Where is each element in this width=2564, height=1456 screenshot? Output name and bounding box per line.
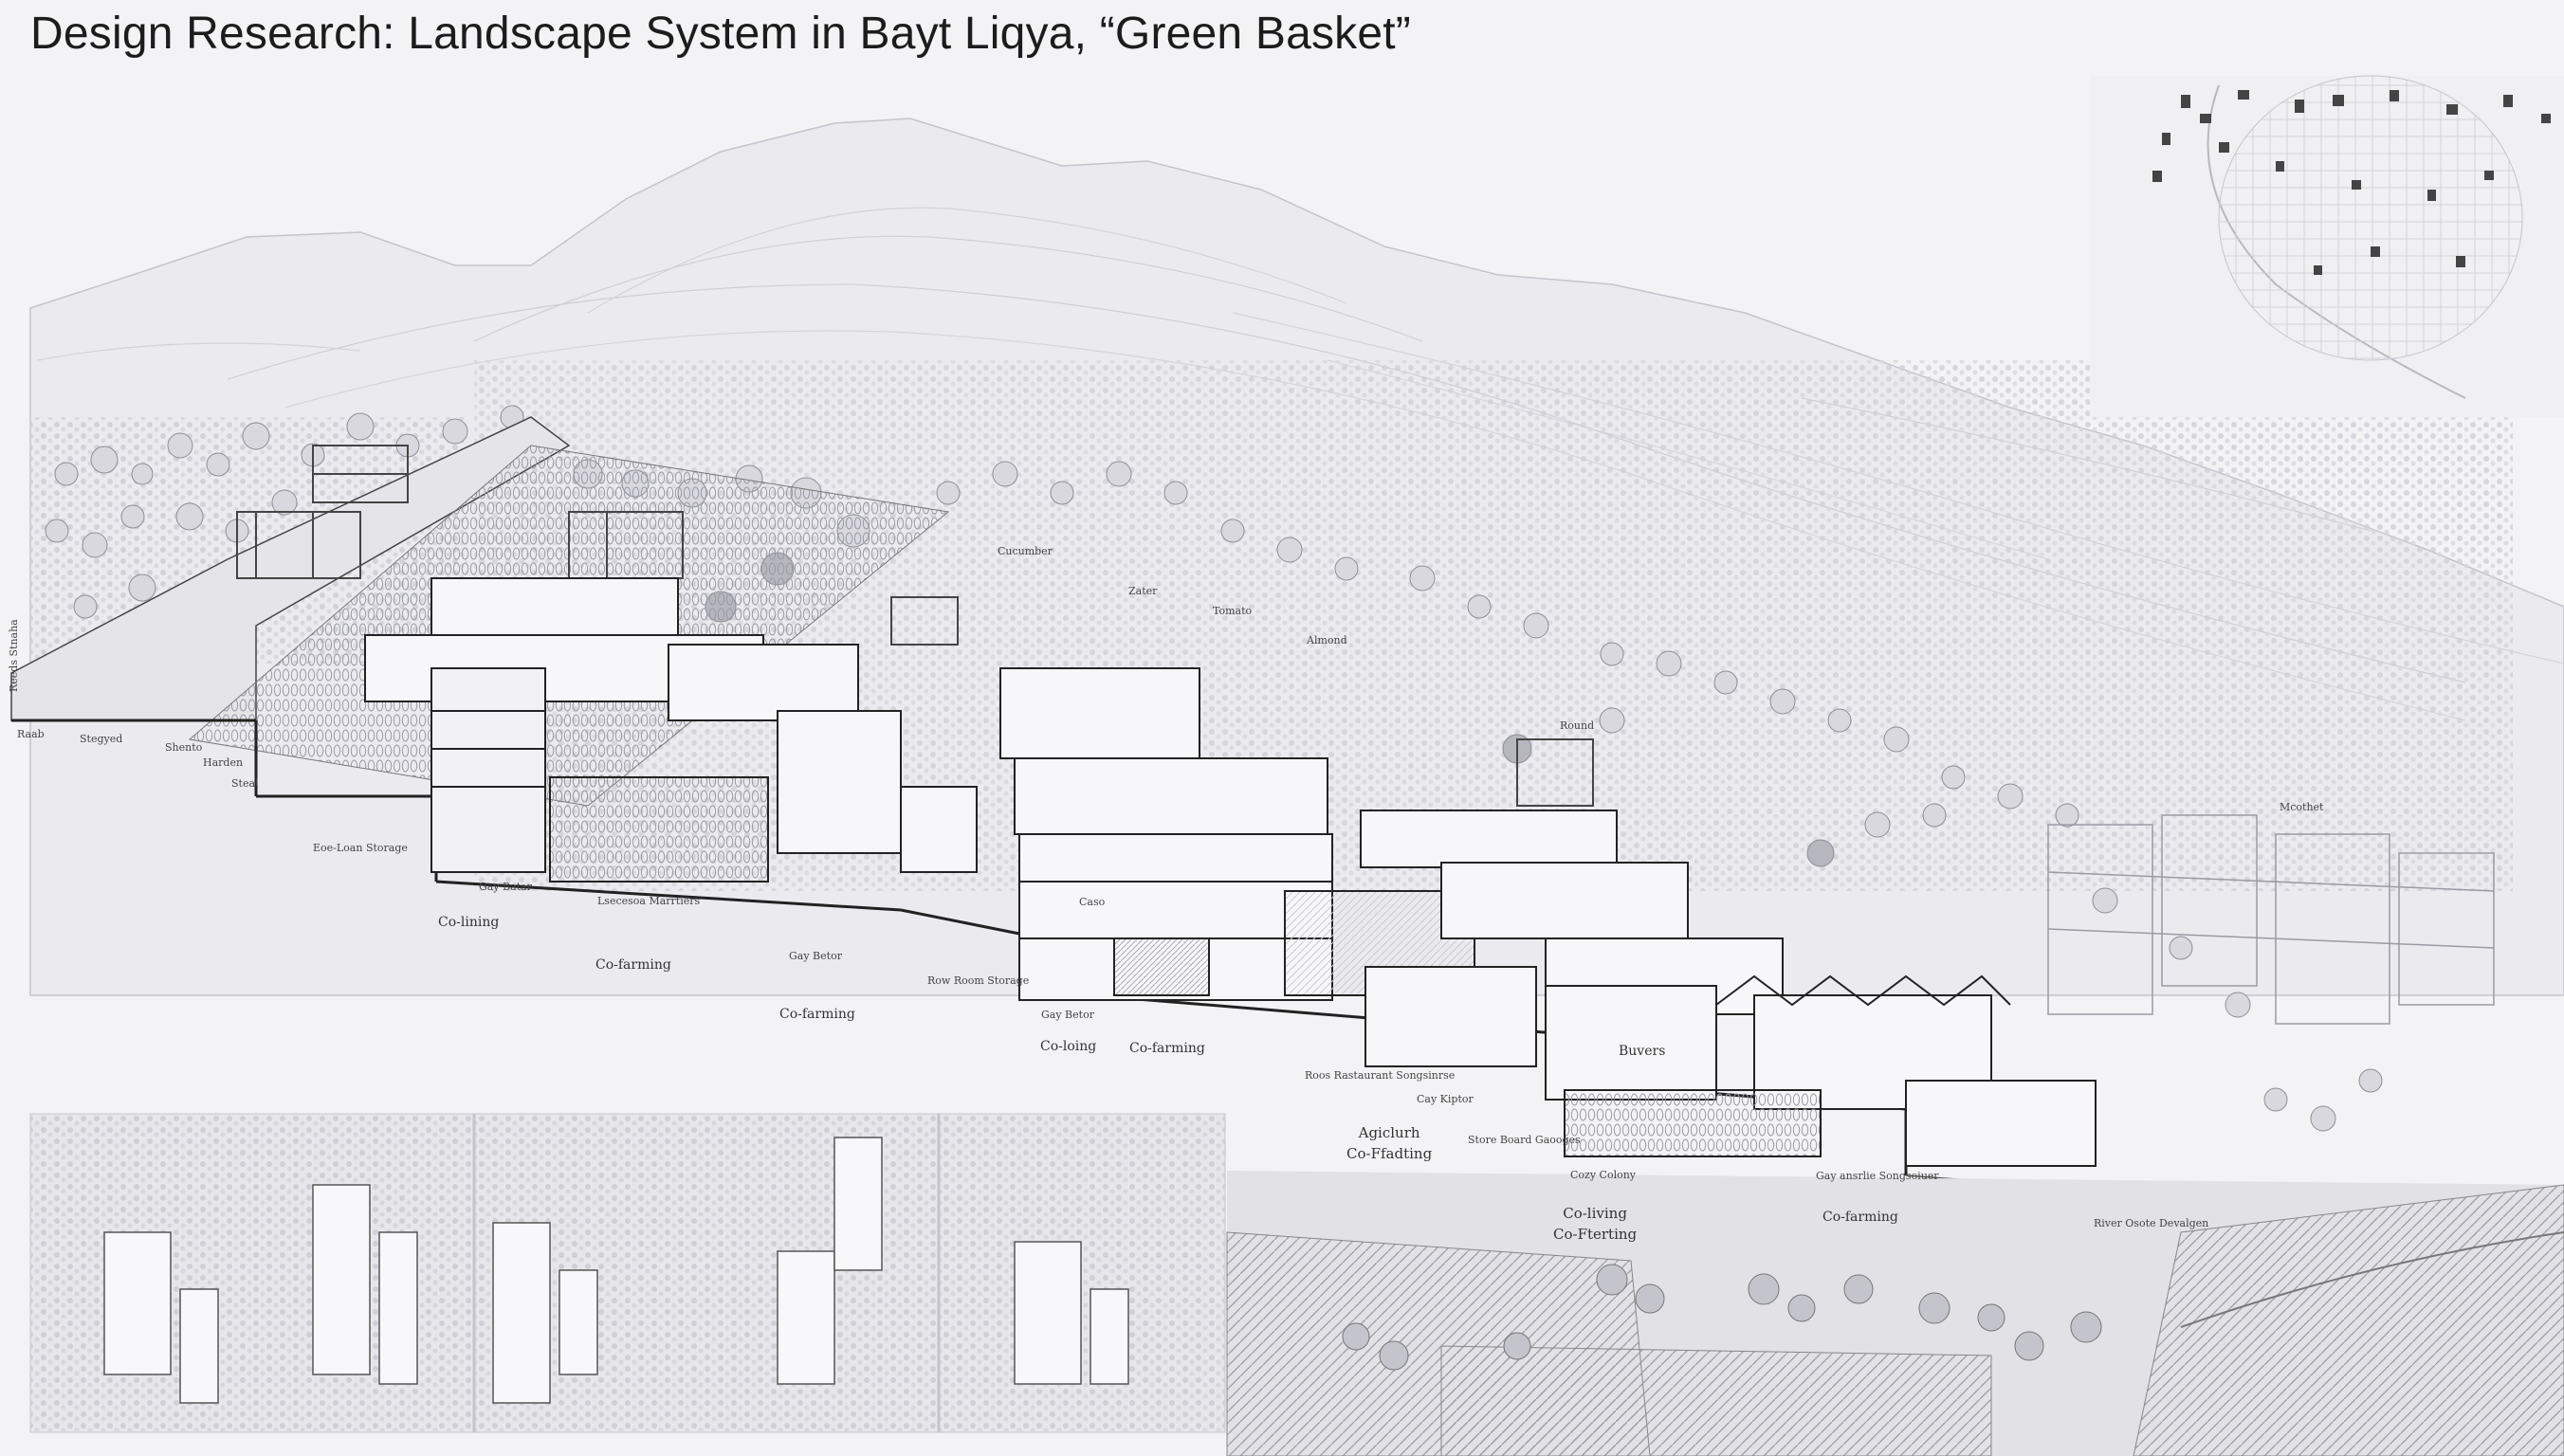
label-gay-bator-3: Gay Betor	[1041, 1009, 1094, 1021]
label-zater: Zater	[1128, 585, 1158, 597]
label-ground-3: Shento	[165, 741, 203, 754]
label-co-farming-1: Co-farming	[595, 957, 671, 973]
label-ground-5: Steal	[231, 777, 259, 790]
label-co-farming-4: Co-farming	[1822, 1210, 1898, 1225]
label-ground-2: Stegyed	[80, 733, 123, 745]
label-row-restaurant: Roos Rastaurant Songsinrse	[1305, 1069, 1456, 1082]
label-agri-co-farming: Agiclurh Co-Ffadting	[1346, 1122, 1432, 1164]
label-co-living-2: Co-loing	[1040, 1039, 1097, 1054]
buildings	[364, 577, 2097, 1167]
label-river-oasis: River Osote Devalgen	[2094, 1217, 2209, 1229]
label-left-edge: Reeds Stnaha	[8, 619, 20, 692]
label-eco-storage: Eoe-Loan Storage	[313, 842, 408, 854]
agricultural-fields	[1226, 1171, 2564, 1456]
label-market: Mcothet	[2280, 801, 2324, 813]
label-caso: Caso	[1079, 896, 1106, 908]
label-co-farming-2: Co-farming	[779, 1007, 855, 1022]
label-cozy-colony: Cozy Colony	[1570, 1169, 1637, 1181]
label-round: Round	[1560, 719, 1595, 732]
label-ground-4: Harden	[203, 756, 244, 769]
label-cucumber: Cucumber	[998, 545, 1053, 557]
greenhouse-frames	[2047, 814, 2495, 1025]
label-tomato: Tomato	[1213, 605, 1253, 617]
label-co-farming-3: Co-farming	[1129, 1041, 1205, 1056]
site-plan-insets	[29, 1113, 1226, 1433]
label-ground-1: Raab	[17, 728, 45, 740]
label-store-board: Store Board Gaooges	[1468, 1134, 1581, 1146]
label-row-room-storage: Row Room Storage	[927, 974, 1030, 987]
label-co-living-3-line1: Co-living	[1563, 1205, 1627, 1222]
label-cay-kiptor: Cay Kiptor	[1417, 1093, 1474, 1105]
label-gay-batar-1: Gay Batar	[479, 881, 532, 893]
label-almond: Almond	[1307, 634, 1347, 646]
label-landscape-marrit: Lsecesoa Marrtiers	[597, 895, 701, 907]
label-co-living-3: Co-living Co-Fterting	[1553, 1203, 1637, 1245]
page-title: Design Research: Landscape System in Bay…	[30, 9, 1411, 59]
label-agri-line1: Agiclurh	[1358, 1124, 1420, 1141]
label-gay-bator-2: Gay Betor	[789, 950, 842, 962]
pergolas	[236, 445, 1594, 807]
label-co-living-1: Co-lining	[438, 915, 500, 930]
label-co-living-3-line2: Co-Fterting	[1553, 1226, 1638, 1243]
label-buyers: Buvers	[1619, 1044, 1666, 1059]
label-gay-source: Gay ansrlie Songsoiuer	[1816, 1170, 1939, 1182]
label-agri-line2: Co-Ffadting	[1346, 1145, 1433, 1162]
site-context-map	[2090, 75, 2564, 417]
